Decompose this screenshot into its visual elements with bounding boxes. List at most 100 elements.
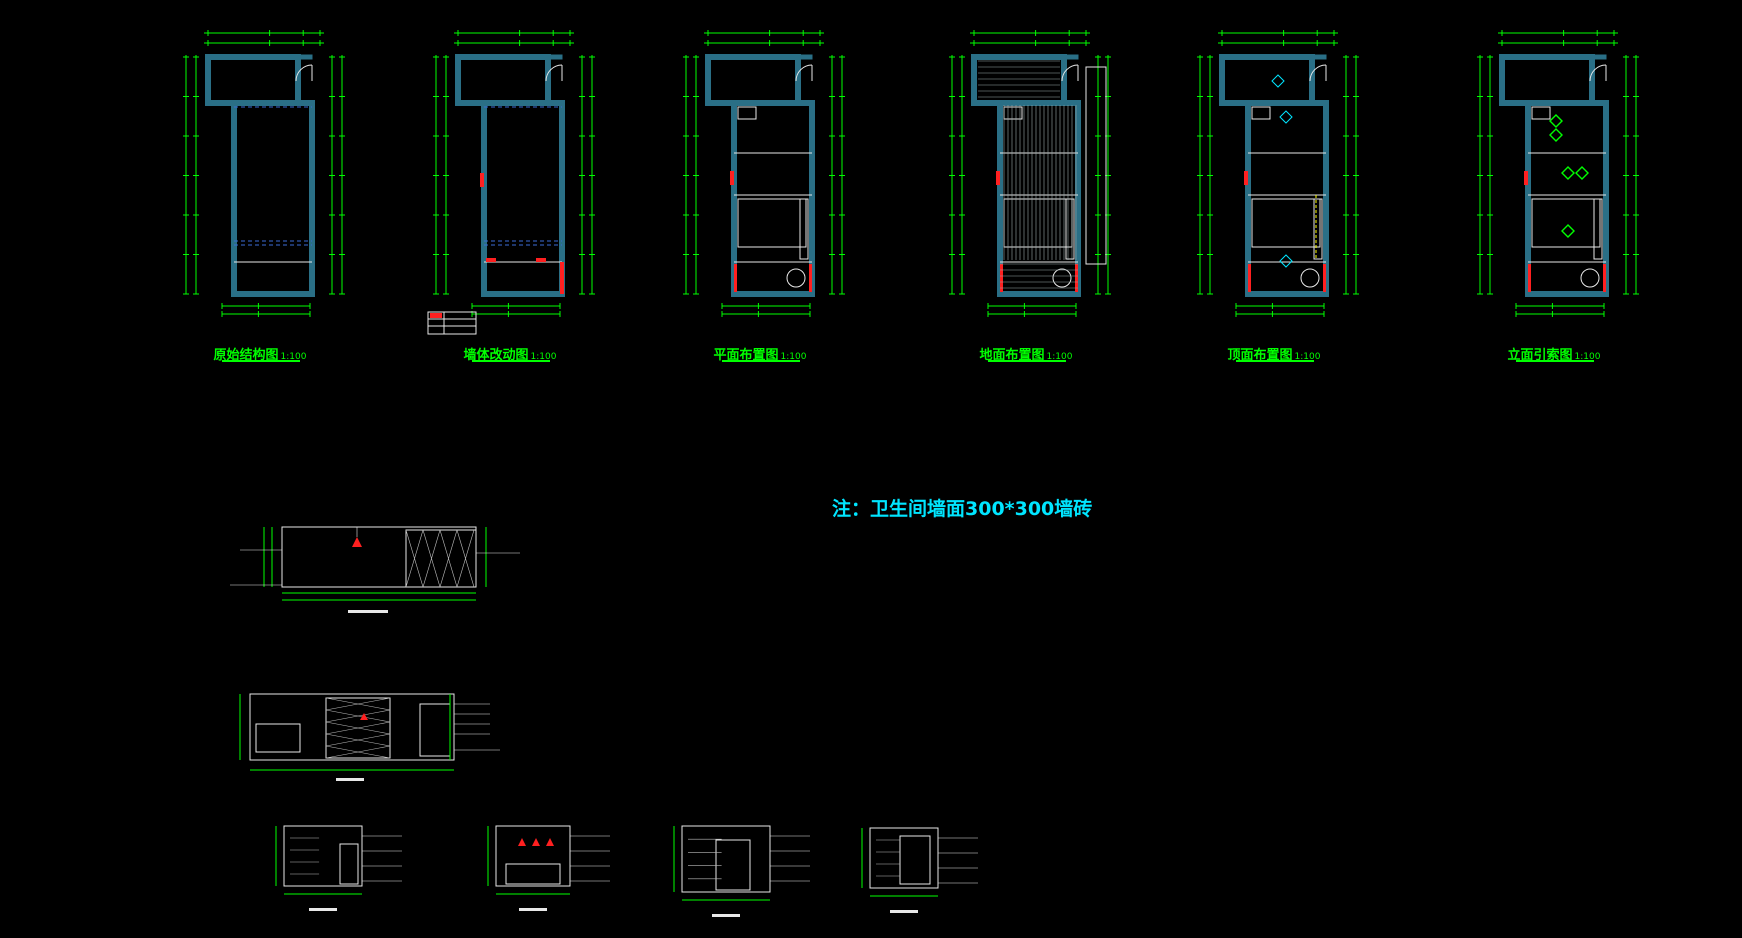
elevation-frame (249, 693, 455, 761)
inner-panel (339, 843, 359, 885)
door-swing (295, 64, 313, 82)
lattice (325, 709, 391, 723)
plan-title-underline (1236, 360, 1314, 362)
plan-title-text: 墙体改动图 (463, 348, 529, 363)
elevation-1 (230, 526, 520, 613)
plant-symbol (1052, 268, 1072, 288)
plan-title-text: 地面布置图 (979, 348, 1045, 363)
plan-title-underline (988, 360, 1066, 362)
plan-scale-text: 1:100 (1046, 352, 1073, 362)
floor-plan-2 (427, 30, 595, 335)
pendant-lamp (360, 713, 368, 720)
door-frame (1591, 54, 1607, 60)
kitchen-counter (1003, 106, 1023, 120)
wall-mark (996, 171, 1000, 185)
lattice (325, 697, 391, 711)
wall-mark (1075, 264, 1078, 292)
exterior-wall (1219, 54, 1315, 106)
bed-elevation (255, 723, 301, 753)
door-frame (1311, 54, 1327, 60)
kitchen-counter (1531, 106, 1551, 120)
floor-plan-4 (949, 30, 1111, 317)
plan-scale-text: 1:100 (280, 352, 307, 362)
exterior-wall (971, 54, 1067, 106)
legend-frame (427, 311, 477, 335)
plan-title-text: 平面布置图 (713, 348, 779, 363)
plan-title-text: 顶面布置图 (1227, 348, 1293, 363)
door-swing (1589, 64, 1607, 82)
plan-title-text: 立面引索图 (1507, 348, 1573, 363)
kitchen-counter (1251, 106, 1271, 120)
exterior-wall (731, 100, 815, 297)
door-swing (1061, 64, 1079, 82)
elevation-caption (712, 914, 740, 917)
ceiling-light-icon (1279, 110, 1293, 124)
elevations-group (230, 526, 978, 917)
ceiling-light-icon (1279, 254, 1293, 268)
exterior-wall (705, 54, 801, 106)
pendant-lamp (352, 537, 362, 547)
lattice (325, 721, 391, 735)
floor-plan-6 (1477, 30, 1639, 317)
plant-symbol (786, 268, 806, 288)
plan-scale-text: 1:100 (780, 352, 807, 362)
lattice (325, 733, 391, 747)
elevation-3 (275, 825, 402, 911)
door-frame (797, 54, 813, 60)
door-swing (795, 64, 813, 82)
floor-plan-1 (183, 30, 345, 317)
kitchen-counter (737, 106, 757, 120)
wall-mark (1244, 171, 1248, 185)
exterior-wall (205, 54, 301, 106)
floor-plan-5 (1197, 30, 1359, 317)
elevation-5 (673, 825, 810, 917)
door-swing (1309, 64, 1327, 82)
bed-outline (1531, 198, 1601, 248)
elevation-frame (283, 825, 363, 887)
door-swing (545, 64, 563, 82)
floor-plan-3 (683, 30, 845, 317)
wall-mark (1528, 264, 1531, 292)
exterior-wall (1525, 100, 1609, 297)
elevation-frame (681, 825, 771, 893)
plan-title-underline (472, 360, 550, 362)
pendant-lamp (518, 838, 526, 846)
wall-mark (1248, 264, 1251, 292)
elevation-index-marker (1561, 166, 1575, 180)
floor-plans-row (183, 30, 1639, 335)
exterior-wall (481, 100, 565, 297)
wardrobe (1313, 198, 1323, 260)
wall-mark (730, 171, 734, 185)
bed-outline (737, 198, 807, 248)
elevation-2 (239, 693, 500, 781)
exterior-wall (1499, 54, 1595, 106)
door-frame (547, 54, 563, 60)
elevation-index-marker (1561, 224, 1575, 238)
pendant-lamp (532, 838, 540, 846)
plan-scale-text: 1:100 (530, 352, 557, 362)
cabinet-block (405, 529, 477, 588)
elevation-frame (495, 825, 571, 887)
cabinet-cross (439, 529, 458, 588)
wall-mark (1603, 264, 1606, 292)
demolished-wall-mark (486, 258, 496, 262)
elevation-caption (336, 778, 364, 781)
elevation-caption (890, 910, 918, 913)
exterior-wall (455, 54, 551, 106)
cabinet-elevation (419, 703, 451, 757)
plant-symbol (1300, 268, 1320, 288)
plan-title-underline (1516, 360, 1594, 362)
bathroom-wall-note: 注：卫生间墙面300*300墙砖 (832, 498, 1093, 520)
cabinet-cross (405, 529, 424, 588)
plan-title-underline (222, 360, 300, 362)
legend-swatch (430, 313, 442, 318)
elevation-frame (869, 827, 939, 889)
wall-mark (1524, 171, 1528, 185)
